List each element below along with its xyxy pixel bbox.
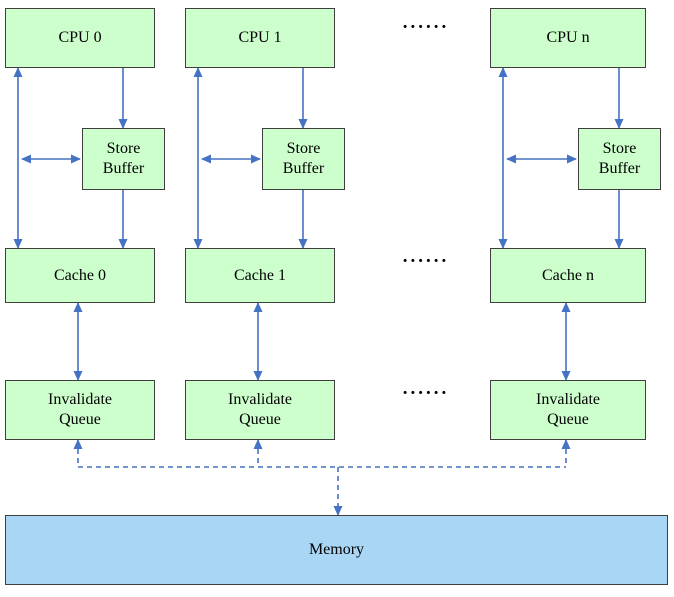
cache-n-box: Cache n: [490, 248, 646, 303]
store-buffer-0-box: Store Buffer: [82, 128, 165, 190]
store-buffer-1-box: Store Buffer: [262, 128, 345, 190]
cpu-n-box: CPU n: [490, 8, 646, 68]
memory-box: Memory: [5, 515, 668, 585]
invalidate-queue-n-box: Invalidate Queue: [490, 380, 646, 440]
invalidate-queue-1-box: Invalidate Queue: [185, 380, 335, 440]
store-buffer-n-box: Store Buffer: [578, 128, 661, 190]
cache-1-box: Cache 1: [185, 248, 335, 303]
ellipsis-queue-row: ......: [402, 378, 450, 399]
cpu-0-box: CPU 0: [5, 8, 155, 68]
invalidate-queue-0-box: Invalidate Queue: [5, 380, 155, 440]
ellipsis-cpu-row: ......: [402, 12, 450, 33]
ellipsis-cache-row: ......: [402, 246, 450, 267]
cache-0-box: Cache 0: [5, 248, 155, 303]
cpu-1-box: CPU 1: [185, 8, 335, 68]
